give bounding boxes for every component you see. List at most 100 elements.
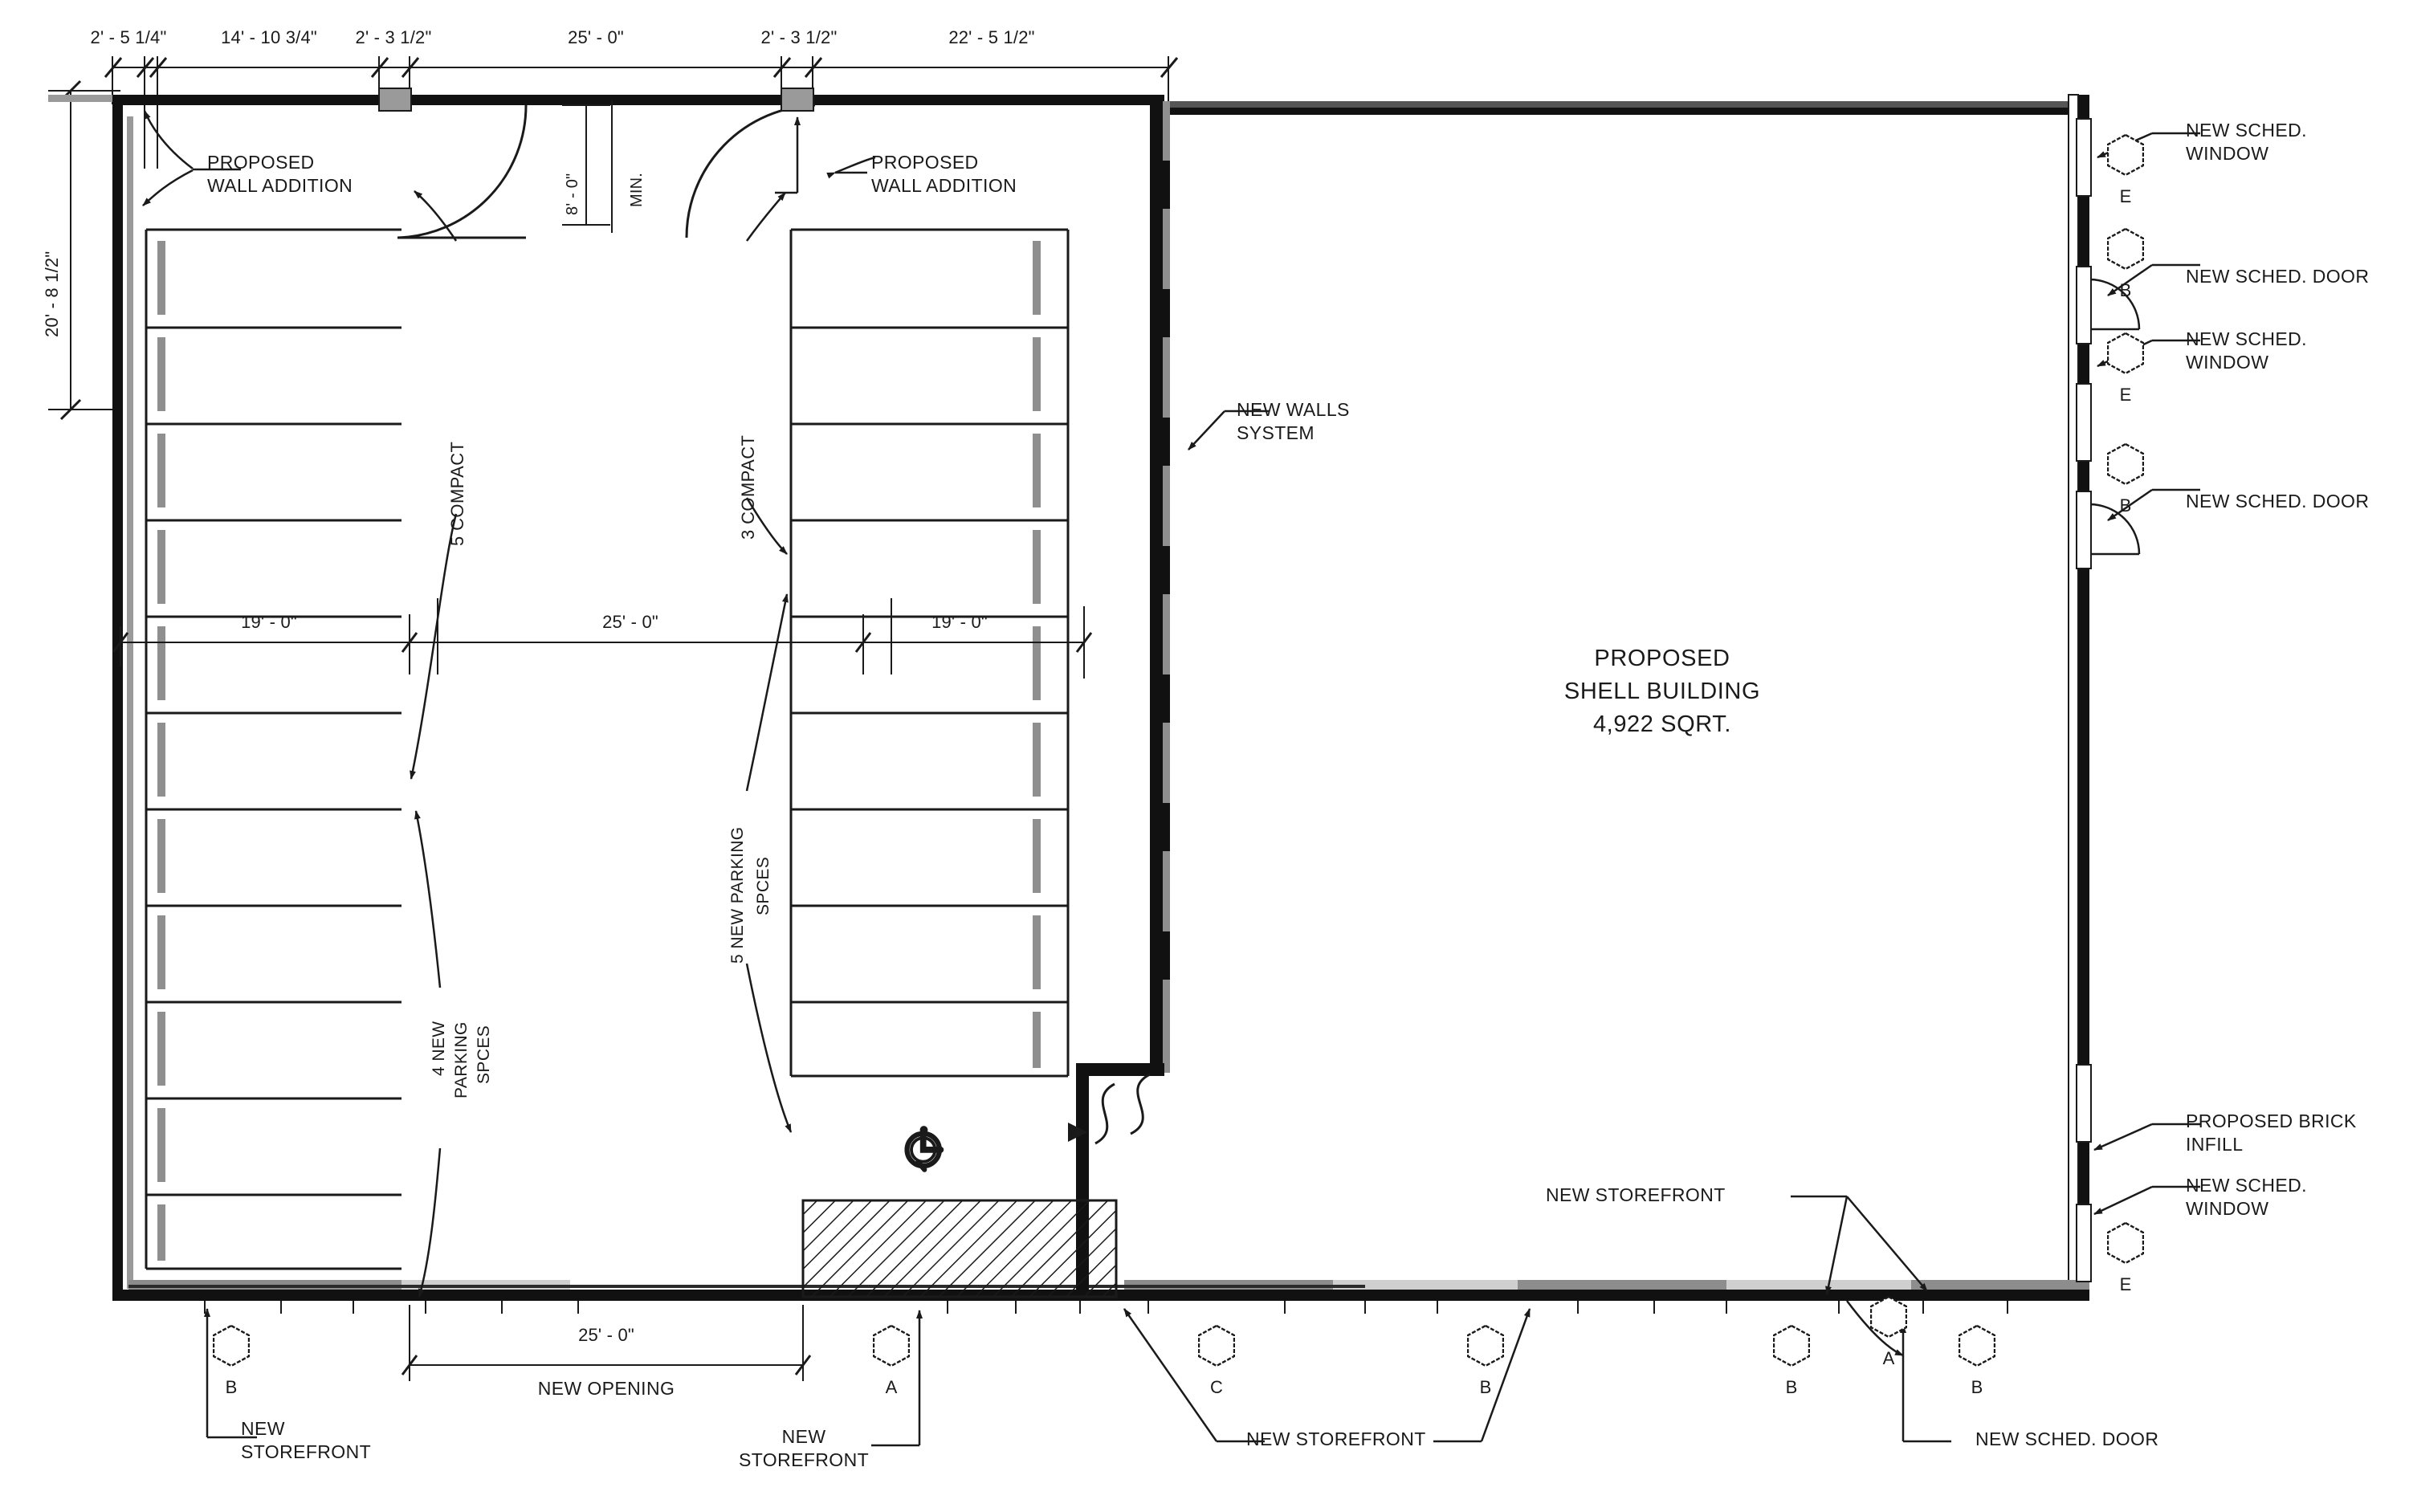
wall-break-symbol [1094,1073,1151,1145]
grid-marker-b-bottom-1[interactable]: B [213,1325,250,1397]
west-wall [112,95,123,1299]
grid-marker-e-2[interactable]: E [2107,332,2144,405]
callout-brick-infill: PROPOSED BRICK INFILL [2186,1111,2357,1155]
dim-top-3: 2' - 3 1/2" [355,27,432,47]
dim-door-clearance-min-note: MIN. [628,172,646,207]
grid-marker-b-bottom-4[interactable]: B [1959,1325,1995,1397]
leader-storefront-bottom-right [1433,1308,1531,1443]
callout-sched-door-1: NEW SCHED. DOOR [2186,266,2370,287]
parking-label-5-compact: 5 COMPACT [447,441,467,546]
grid-marker-label: A [1882,1348,1895,1368]
leader-sched-door-1 [2107,263,2200,297]
grid-marker-b-1[interactable]: B [2107,228,2144,300]
grid-marker-label: E [2119,186,2132,206]
grid-marker-e-1[interactable]: E [2107,134,2144,206]
callout-sched-window-3: NEW SCHED. WINDOW [2186,1175,2307,1220]
door-swing-east-2 [2089,503,2141,556]
leader-storefront-bottom-mid [871,1310,923,1447]
grid-marker-label: B [1971,1377,1983,1397]
leader-storefront-bottom-left [204,1308,257,1439]
accessibility-icon [904,1126,944,1172]
grid-marker-label: B [2119,280,2132,300]
leader-brick-infill [2093,1123,2200,1151]
leader-wall-addition-left [142,110,241,206]
grid-marker-label: E [2119,385,2132,405]
leader-3-compact [745,192,788,555]
leader-jamb-right-top [775,116,801,194]
callout-storefront-bottom-left: NEW STOREFRONT [241,1418,372,1463]
grid-marker-b-2[interactable]: B [2107,443,2144,516]
callout-sched-window-1: NEW SCHED. WINDOW [2186,120,2307,165]
grid-marker-b-bottom-2[interactable]: B [1467,1325,1504,1397]
callout-wall-addition-right: PROPOSED WALL ADDITION [871,152,1017,197]
parking-label-4-new-line1: 4 NEW [430,1021,448,1076]
parking-label-5-new-line1: 5 NEW PARKING [728,826,747,964]
leader-5-compact [410,190,458,780]
grid-marker-a-bottom-1[interactable]: A [873,1325,910,1397]
leader-storefront-right-upper [1791,1195,1928,1295]
leader-sched-window-3 [2093,1185,2200,1216]
grid-marker-label: B [1785,1377,1798,1397]
hatched-ramp-pad [801,1199,1118,1298]
grid-marker-b-bottom-3[interactable]: B [1773,1325,1810,1397]
dim-new-opening-value: 25' - 0" [578,1325,634,1345]
storefront-mullion-ticks [204,1301,2008,1314]
dim-door-clearance: 8' - 0" [564,173,581,215]
leader-storefront-bottom-center [1123,1308,1265,1443]
parking-label-4-new-line2: PARKING [452,1021,471,1098]
new-walls-system-partition [1076,101,1170,1296]
grid-marker-c-bottom[interactable]: C [1198,1325,1235,1397]
north-wall-right-outer [1164,101,2088,108]
callout-storefront-bottom-center: NEW STOREFRONT [1246,1428,1426,1449]
north-wall-extension-tick [48,95,112,102]
grid-marker-a-bottom-2[interactable]: A [1870,1296,1907,1368]
left-dimension-line [48,79,120,421]
door-swing-left [397,104,528,239]
grid-marker-e-3[interactable]: E [2107,1222,2144,1294]
parking-label-3-compact: 3 COMPACT [738,434,758,540]
dim-interior-1: 19' - 0" [241,612,297,632]
door-swing-right [685,104,816,238]
interior-dimension-line [112,598,1093,679]
dim-top-4: 25' - 0" [568,27,624,47]
leader-new-walls-system [1188,410,1269,450]
grid-marker-label: B [2119,495,2132,516]
north-wall-right-inner [1164,108,2088,115]
callout-storefront-right-upper: NEW STOREFRONT [1546,1184,1726,1205]
parking-label-4-new-line3: SPCES [475,1025,493,1084]
callout-sched-window-2: NEW SCHED. WINDOW [2186,328,2307,373]
dim-left-overall: 20' - 8 1/2" [42,251,62,337]
leader-4-new-parking [414,810,442,1298]
leader-sched-door-2 [2107,488,2200,522]
grid-marker-label: C [1210,1377,1223,1397]
grid-marker-label: E [2119,1274,2132,1294]
callout-sched-door-2: NEW SCHED. DOOR [2186,491,2370,511]
callout-wall-addition-left: PROPOSED WALL ADDITION [207,152,353,197]
door-clearance-dimension [562,100,613,233]
grid-marker-label: B [1479,1377,1492,1397]
dim-interior-3: 19' - 0" [931,612,988,632]
dim-top-6: 22' - 5 1/2" [948,27,1035,47]
dim-top-2: 14' - 10 3/4" [221,27,317,47]
parking-bay-left [145,228,402,1270]
north-wall-left [112,95,1164,105]
callout-storefront-bottom-mid: NEW STOREFRONT [739,1426,870,1471]
building-name-line1: PROPOSED [1594,646,1730,671]
dim-top-1: 2' - 5 1/4" [90,27,167,47]
leader-5-new-parking [745,593,793,1133]
wall-opening-jambs [378,88,814,112]
dim-top-5: 2' - 3 1/2" [760,27,838,47]
parking-bay-right [789,228,1070,1078]
parking-label-5-new-line2: SPCES [754,856,772,915]
dim-interior-2: 25' - 0" [602,612,658,632]
callout-new-walls-system: NEW WALLS SYSTEM [1237,399,1350,444]
building-name-line2: SHELL BUILDING [1563,679,1761,705]
grid-marker-label: B [225,1377,238,1397]
east-wall-openings [2076,118,2092,1282]
leader-wall-addition-right [826,156,876,179]
callout-sched-door-bottom: NEW SCHED. DOOR [1975,1428,2159,1449]
building-area: 4,922 SQRT. [1592,711,1732,738]
parking-wheelstops-right [1033,241,1041,1068]
